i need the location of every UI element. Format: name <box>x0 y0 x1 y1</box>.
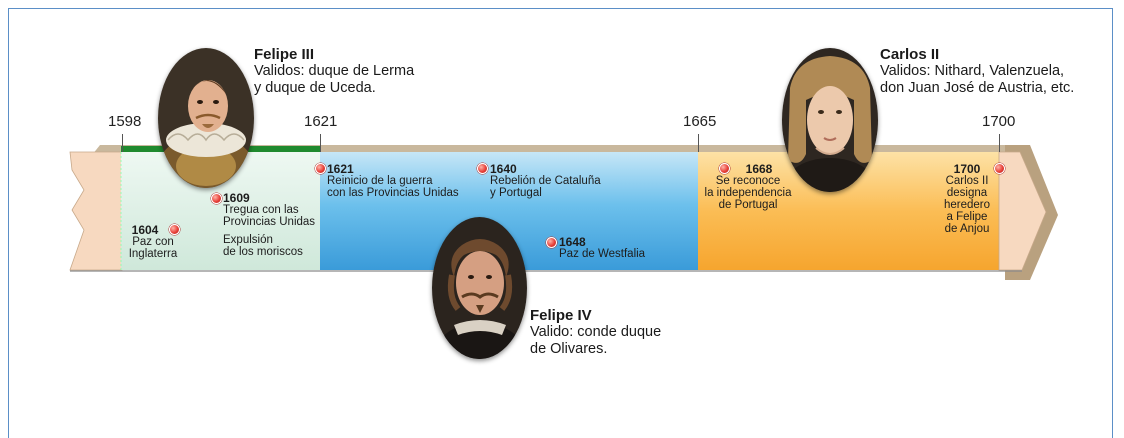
felipe4-valido-line1: Valido: conde duque <box>530 324 662 340</box>
event-1648-year: 1648 <box>559 235 586 249</box>
event-1609-year: 1609 <box>223 191 250 205</box>
event-1604-line2: Inglaterra <box>128 248 178 260</box>
event-1700-line2: designa <box>946 187 988 199</box>
event-1640-line1: Rebelión de Cataluña <box>490 175 601 187</box>
event-1621-line2: con las Provincias Unidas <box>327 187 459 199</box>
event-1604-line1: Paz con <box>132 236 174 248</box>
tick-1598 <box>122 134 123 152</box>
carlos2-caption: Carlos II Validos: Nithard, Valenzuela, … <box>880 46 1074 97</box>
carlos2-portrait <box>782 48 878 192</box>
event-1648-line1: Paz de Westfalia <box>559 248 646 260</box>
event-1609-line3: Expulsión <box>223 234 273 246</box>
tick-1665 <box>698 134 699 152</box>
event-1668: 1668 Se reconoce la independencia de Por… <box>700 163 796 211</box>
felipe4-name: Felipe IV <box>530 307 592 324</box>
outer-frame <box>8 8 1113 438</box>
felipe3-caption: Felipe III Validos: duque de Lerma y duq… <box>254 46 414 97</box>
event-1648: 1648 Paz de Westfalia <box>559 236 645 260</box>
event-1604-year: 1604 <box>131 223 159 237</box>
felipe3-name: Felipe III <box>254 46 315 63</box>
event-dot-1648 <box>546 237 557 248</box>
carlos2-name: Carlos II <box>880 46 940 63</box>
event-1700-line3: heredero <box>943 199 991 211</box>
event-1700-line5: de Anjou <box>944 223 990 235</box>
carlos2-valido-line2: don Juan José de Austria, etc. <box>880 80 1075 96</box>
event-1609-line4: de los moriscos <box>223 246 303 258</box>
event-1668-line1: Se reconoce <box>715 175 781 187</box>
event-1640: 1640 Rebelión de Cataluña y Portugal <box>490 163 601 199</box>
felipe4-caption: Felipe IV Valido: conde duque de Olivare… <box>530 307 661 358</box>
tick-1700 <box>999 134 1000 152</box>
event-1609: 1609 Tregua con las Provincias Unidas Ex… <box>223 192 315 258</box>
felipe4-portrait <box>432 217 527 359</box>
event-dot-1604 <box>169 224 180 235</box>
felipe3-portrait <box>158 48 254 188</box>
event-1668-line3: de Portugal <box>718 199 778 211</box>
tick-1621 <box>320 134 321 152</box>
event-1621-year: 1621 <box>327 162 354 176</box>
event-1640-year: 1640 <box>490 162 517 176</box>
event-1640-line2: y Portugal <box>490 187 542 199</box>
event-1609-line2: Provincias Unidas <box>223 216 316 228</box>
event-1668-year: 1668 <box>745 162 773 176</box>
felipe4-valido-line2: de Olivares. <box>530 341 608 357</box>
carlos2-valido-line1: Validos: Nithard, Valenzuela, <box>880 63 1065 79</box>
event-1700-year: 1700 <box>953 162 981 176</box>
event-dot-1668 <box>719 163 730 174</box>
event-1700-line4: a Felipe <box>946 211 988 223</box>
event-dot-1609 <box>211 193 222 204</box>
event-1700: 1700 Carlos II designa heredero a Felipe… <box>940 163 994 235</box>
felipe3-valido-line2: y duque de Uceda. <box>254 80 376 96</box>
band-right-arrow <box>998 151 1047 271</box>
event-1621-line1: Reinicio de la guerra <box>327 175 433 187</box>
year-label-1665: 1665 <box>683 113 717 130</box>
year-label-1700: 1700 <box>982 113 1016 130</box>
event-1668-line2: la independencia <box>704 187 792 199</box>
event-dot-1700 <box>994 163 1005 174</box>
event-1604: 1604 Paz con Inglaterra <box>120 224 186 260</box>
year-label-1621: 1621 <box>304 113 338 130</box>
event-dot-1640 <box>477 163 488 174</box>
event-1609-line1: Tregua con las <box>223 204 299 216</box>
year-label-1598: 1598 <box>108 113 142 130</box>
event-dot-1621 <box>315 163 326 174</box>
event-1700-line1: Carlos II <box>945 175 989 187</box>
band-left-edge <box>69 151 123 271</box>
event-1621: 1621 Reinicio de la guerra con las Provi… <box>327 163 459 199</box>
felipe3-valido-line1: Validos: duque de Lerma <box>254 63 415 79</box>
